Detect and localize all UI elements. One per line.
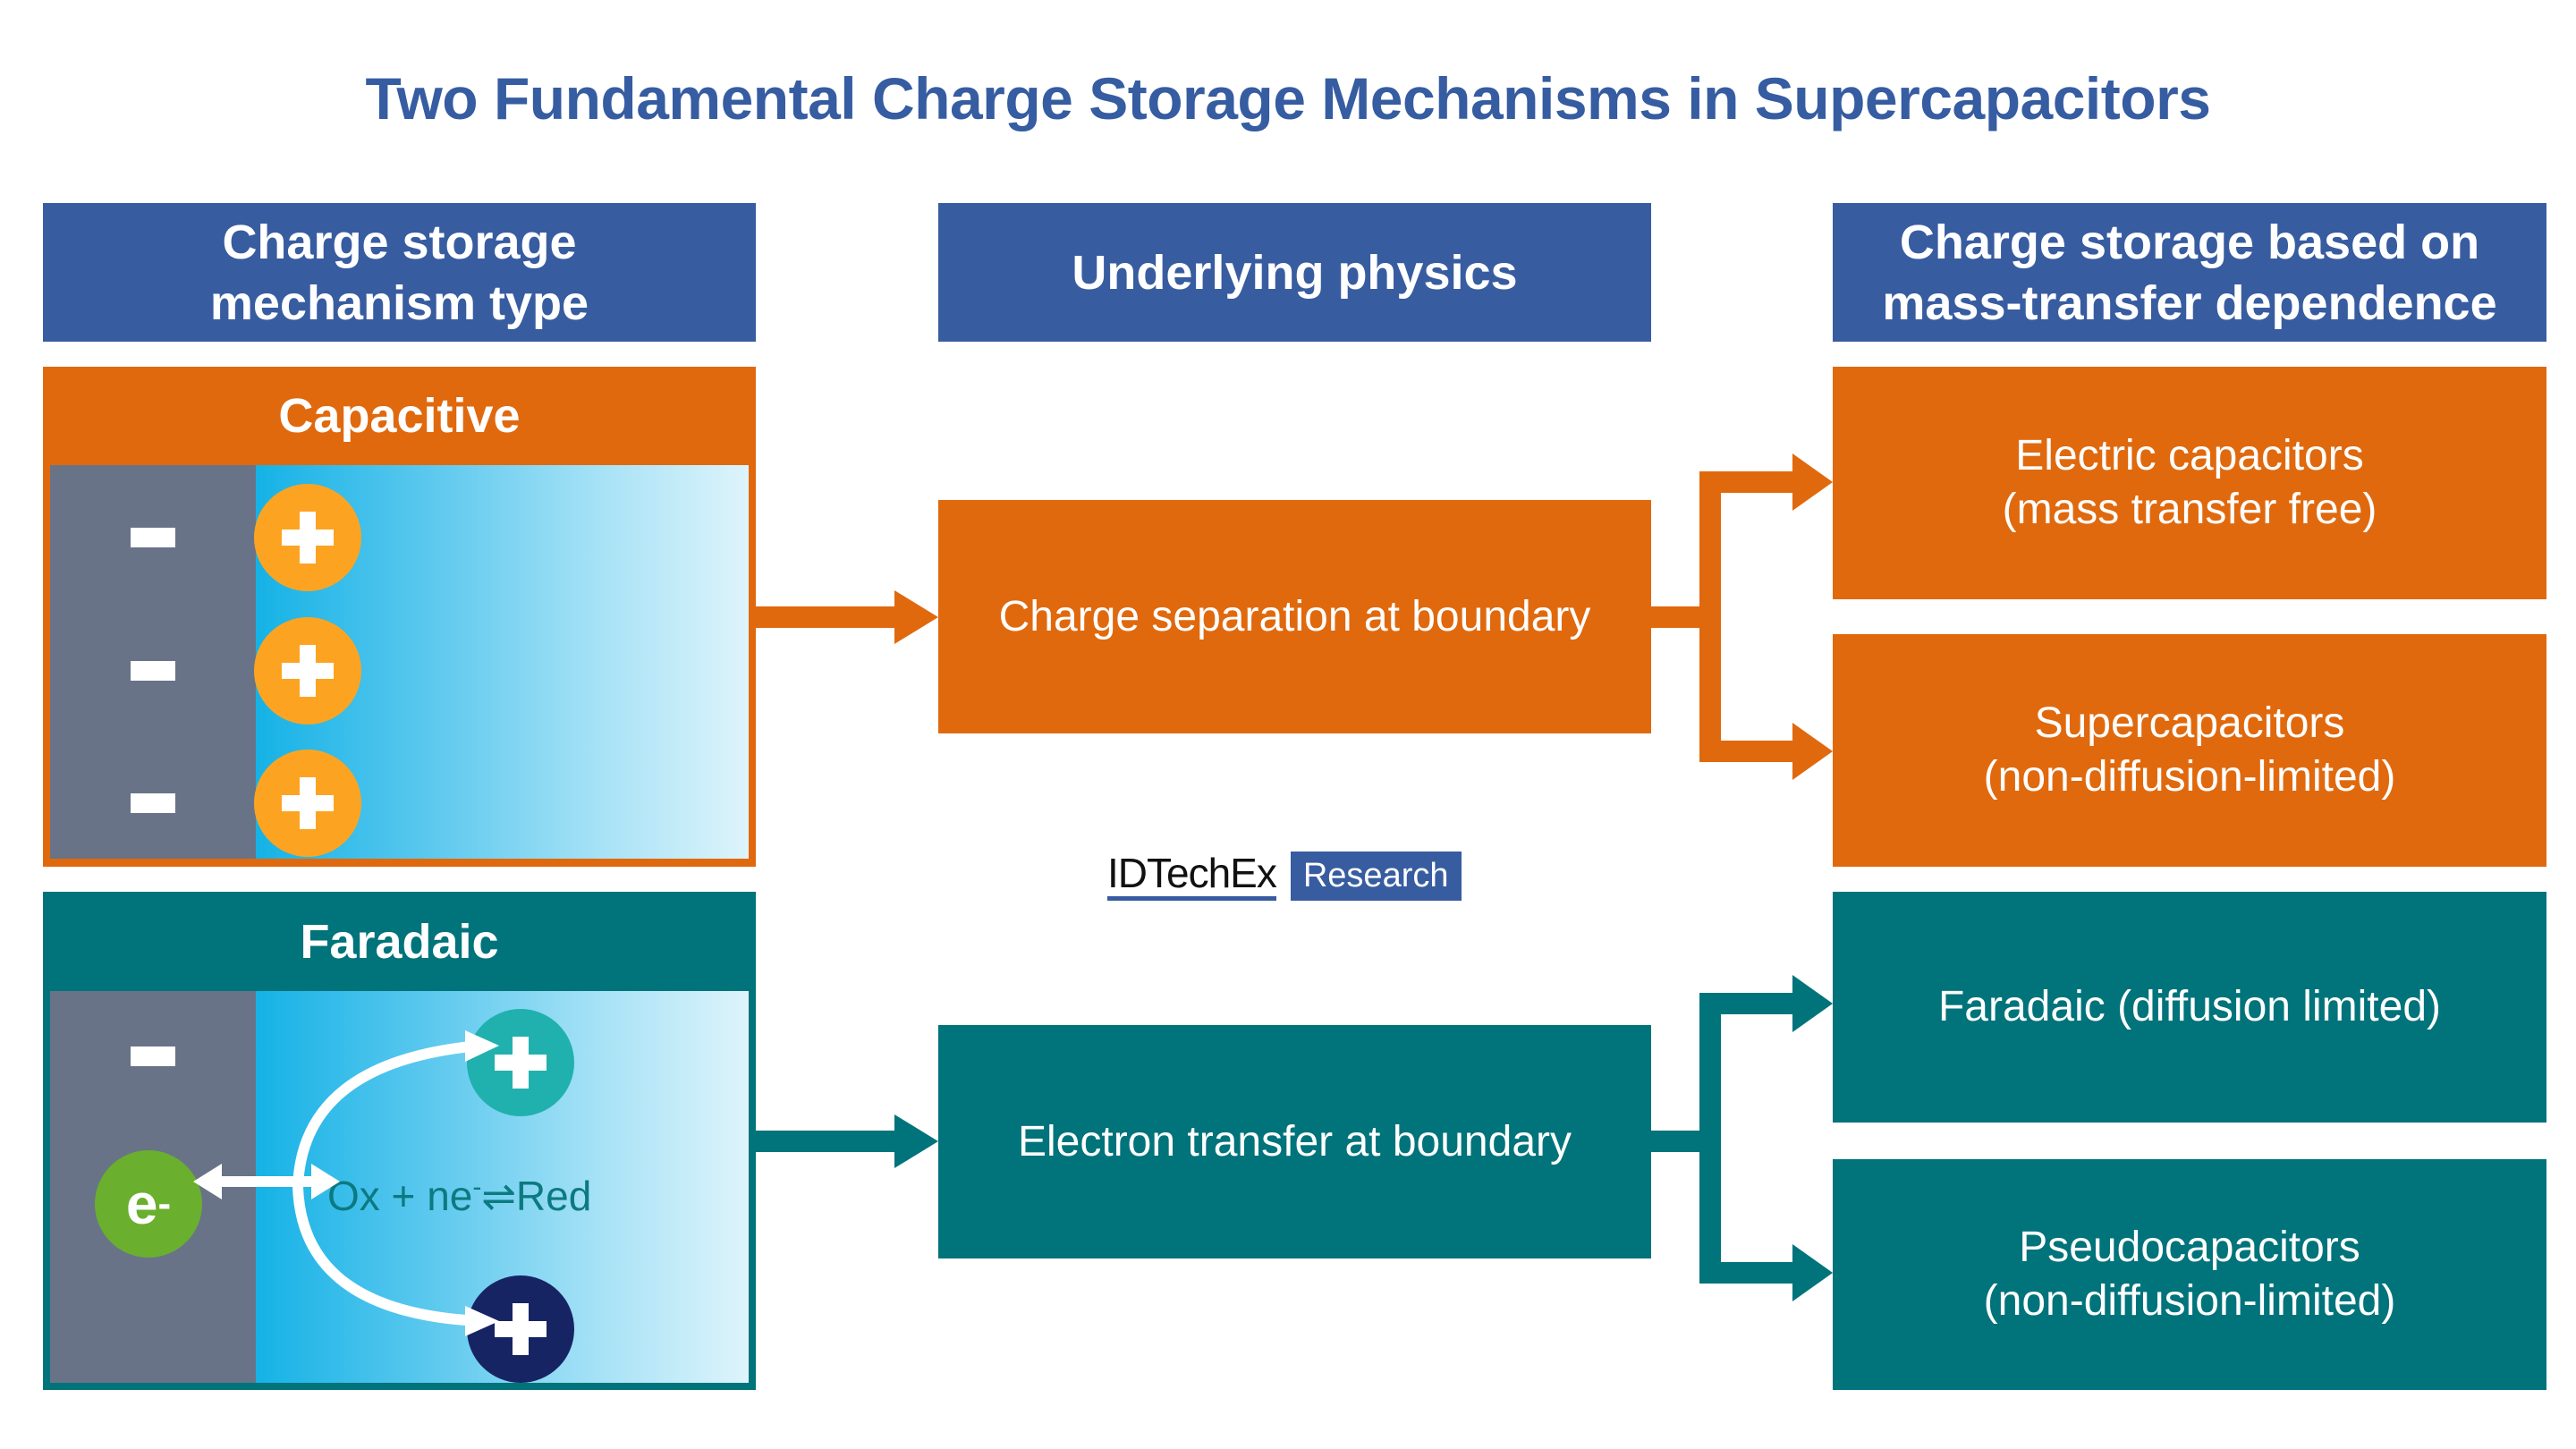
outcome-title: Faradaic (diffusion limited) xyxy=(1937,983,2441,1030)
logo-brand: IDTechEx xyxy=(1107,852,1277,901)
electron-label: e xyxy=(125,1172,158,1236)
outcome-subtitle: (non-diffusion-limited) xyxy=(1983,1277,2396,1325)
minus-icon xyxy=(131,1046,175,1066)
diagram-title: Two Fundamental Charge Storage Mechanism… xyxy=(365,65,2211,131)
outcome-subtitle: (mass transfer free) xyxy=(2002,486,2377,533)
header-line: mass-transfer dependence xyxy=(1882,275,2497,330)
outcome-title: Supercapacitors xyxy=(2034,699,2345,747)
header-line: Charge storage based on xyxy=(1899,215,2480,269)
outcome-supercapacitors: Supercapacitors (non-diffusion-limited) xyxy=(1833,634,2546,867)
minus-icon xyxy=(131,528,175,547)
capacitive-label: Capacitive xyxy=(278,389,521,443)
arrow-faradaic-to-physics xyxy=(756,1114,938,1168)
outcome-subtitle: (non-diffusion-limited) xyxy=(1983,753,2396,801)
equation-right: Red xyxy=(515,1173,592,1219)
header-line: mechanism type xyxy=(209,275,589,330)
column-header-underlying-physics: Underlying physics xyxy=(938,203,1651,342)
outcome-faradaic: Faradaic (diffusion limited) xyxy=(1833,892,2546,1123)
electron-icon: e- xyxy=(95,1150,202,1258)
column-header-mass-transfer: Charge storage based on mass-transfer de… xyxy=(1833,203,2546,342)
minus-icon xyxy=(131,661,175,681)
physics-electron-transfer: Electron transfer at boundary xyxy=(938,1025,1651,1258)
electrode: e- xyxy=(50,991,256,1383)
positive-ion-icon xyxy=(254,617,361,724)
positive-ion-icon xyxy=(254,484,361,591)
idtechex-logo: IDTechEx Research xyxy=(1107,848,1462,903)
positive-ion-icon xyxy=(467,1009,574,1116)
outcome-pseudocapacitors: Pseudocapacitors (non-diffusion-limited) xyxy=(1833,1159,2546,1390)
faradaic-panel: Faradaic e- Ox + ne-⇌Red xyxy=(43,892,756,1390)
arrow-fork-faradaic xyxy=(1651,975,1833,1301)
electron-transfer-arrows xyxy=(193,1030,499,1336)
redox-equation: Ox + ne-⇌Red xyxy=(327,1172,591,1220)
positive-ion-icon xyxy=(467,1275,574,1383)
logo-badge: Research xyxy=(1290,851,1462,901)
arrowhead xyxy=(465,1306,499,1336)
equilibrium-arrow-icon: ⇌ xyxy=(481,1173,516,1219)
arrowhead xyxy=(465,1030,499,1062)
physics-charge-separation: Charge separation at boundary xyxy=(938,500,1651,733)
arrow-capacitive-to-physics xyxy=(756,590,938,644)
arrowhead xyxy=(311,1164,340,1199)
capacitive-panel: Capacitive xyxy=(43,367,756,867)
outcome-title: Pseudocapacitors xyxy=(2019,1224,2360,1271)
arrowhead xyxy=(193,1164,222,1199)
equation-sup: - xyxy=(472,1172,482,1202)
outcome-electric-capacitors: Electric capacitors (mass transfer free) xyxy=(1833,367,2546,599)
arrow-fork-capacitive xyxy=(1651,453,1833,780)
header-line: Charge storage xyxy=(222,215,577,269)
minus-icon xyxy=(131,793,175,813)
equation-left: Ox + ne xyxy=(327,1173,473,1219)
electrolyte: Ox + ne-⇌Red xyxy=(256,991,749,1383)
faradaic-label: Faradaic xyxy=(300,914,499,969)
electrolyte xyxy=(254,465,749,859)
electrode xyxy=(50,465,256,859)
column-header-mechanism-type: Charge storage mechanism type xyxy=(43,203,756,342)
positive-ion-icon xyxy=(254,750,361,857)
outcome-title: Electric capacitors xyxy=(2015,432,2364,479)
